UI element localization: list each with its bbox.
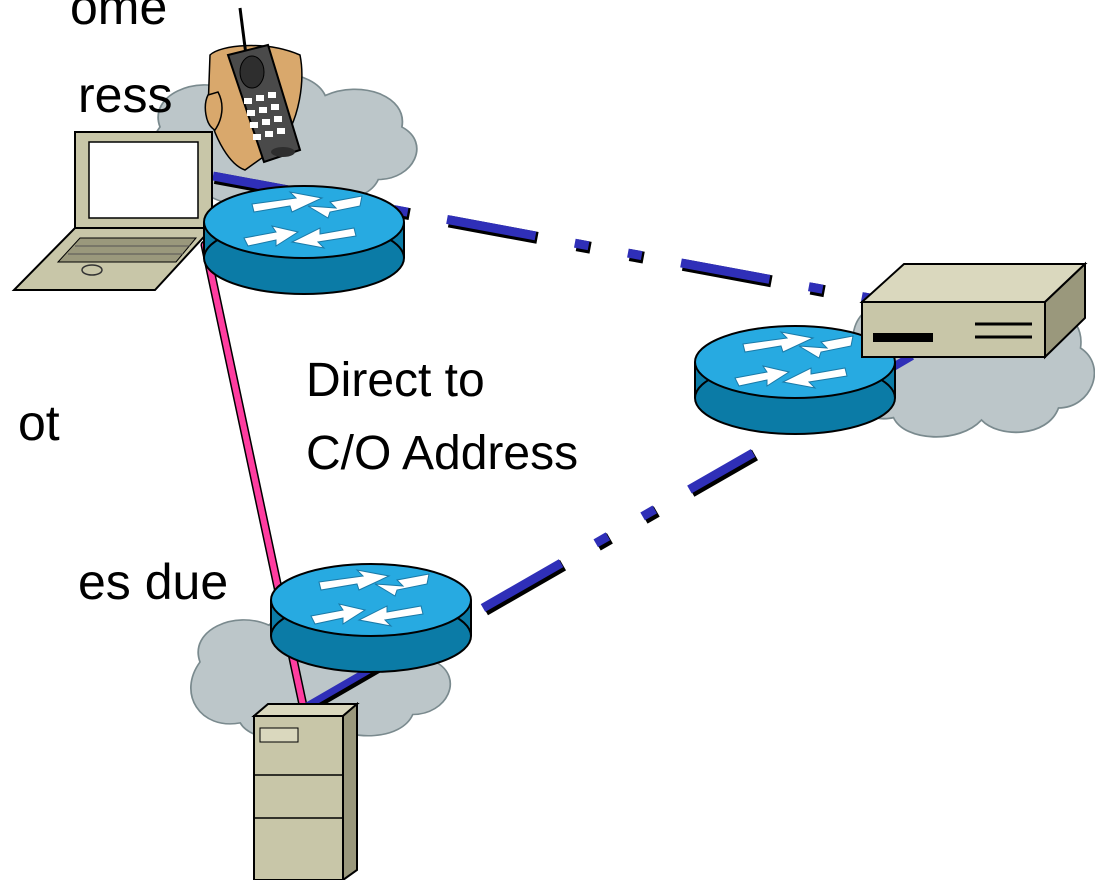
laptop-icon [11,131,215,291]
slide-text-fragment: ot [18,395,60,451]
slide-text-fragment: ome [70,0,168,35]
route-label-line2: C/O Address [306,427,579,480]
link-blue-dashdot-top [212,171,874,306]
router-icon [203,185,405,295]
network-box-icon [859,261,1088,360]
server-tower-icon [251,701,360,880]
mobile-phone-icon [204,7,303,171]
slide-text-fragment: es due [78,554,229,610]
slide-text-fragment: ress [78,67,173,123]
router-icon [270,563,472,673]
route-label-line1: Direct to [306,354,485,407]
link-blue-dashdot-bottom [480,449,758,616]
